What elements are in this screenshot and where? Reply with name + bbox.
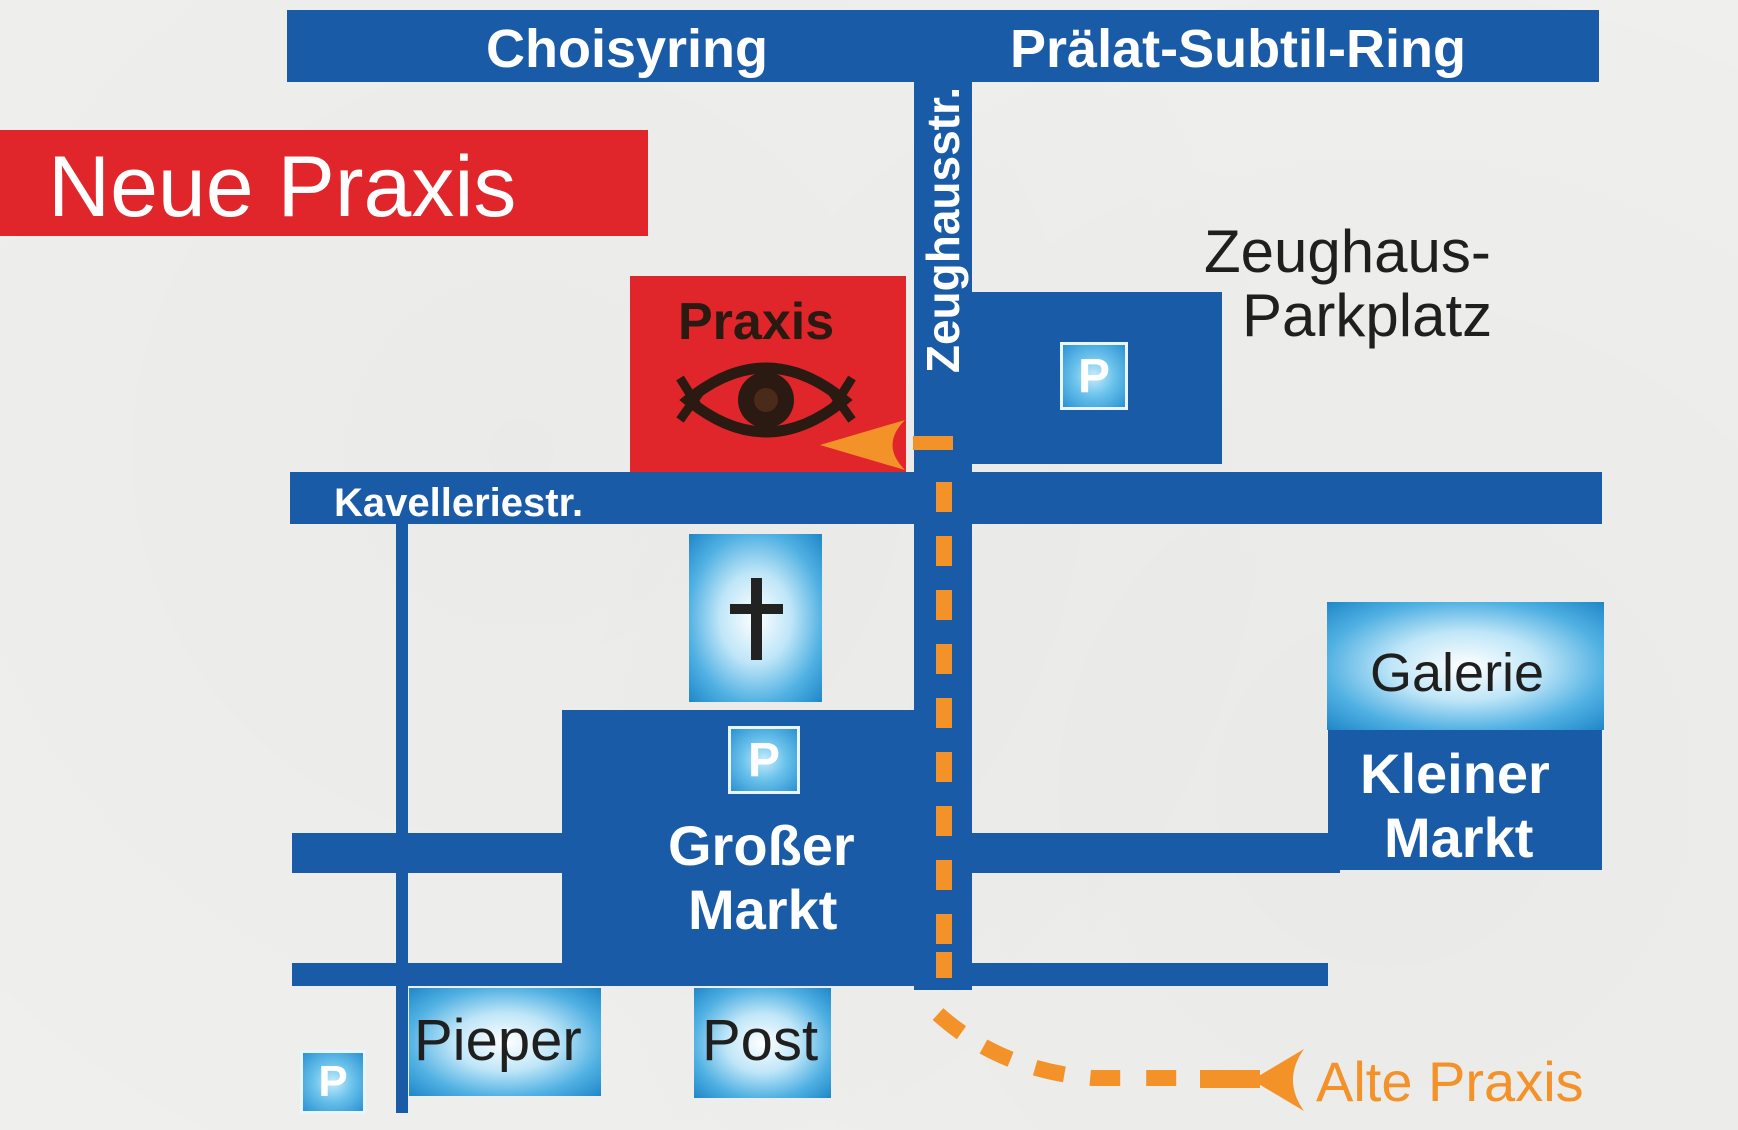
galerie-tile <box>1327 602 1604 730</box>
practice-label: Praxis <box>678 293 835 351</box>
new-practice-title: Neue Praxis <box>48 139 517 235</box>
grosser-markt-label-line1: Großer <box>668 814 855 877</box>
street-label-choisyring: Choisyring <box>486 19 769 79</box>
parking-sign-zeughaus: P <box>1060 342 1128 410</box>
street-label-zeughausstrasse: Zeughausstr. <box>917 86 969 374</box>
pieper-tile <box>409 988 601 1096</box>
route-dashes-vertical <box>913 436 953 978</box>
kleiner-markt-label-line2: Markt <box>1384 806 1534 869</box>
post-label: Post <box>702 1008 819 1073</box>
kleiner-markt-label-line1: Kleiner <box>1360 742 1550 805</box>
road-bottom-horizontal <box>292 963 1328 986</box>
route-arrow-old-practice <box>1252 1049 1304 1111</box>
cross-icon <box>730 578 783 660</box>
new-practice-banner <box>0 130 648 236</box>
post-tile <box>694 988 831 1098</box>
pieper-label: Pieper <box>414 1008 582 1073</box>
route-arrow-shaft <box>1200 1070 1260 1088</box>
eye-icon <box>676 362 856 438</box>
galerie-label: Galerie <box>1370 643 1545 703</box>
street-label-kavalleriestrasse: Kavelleriestr. <box>334 481 584 525</box>
route-arrow-practice <box>820 420 905 470</box>
old-practice-label: Alte Praxis <box>1316 1050 1584 1113</box>
zeughaus-parking-label-line2: Parkplatz <box>1242 282 1493 349</box>
zeughaus-parking-label-line1: Zeughaus- <box>1204 218 1491 285</box>
grosser-markt-label-line2: Markt <box>688 878 838 941</box>
parking-sign-bottom-left: P <box>300 1050 366 1114</box>
kleiner-markt-block <box>1328 730 1602 870</box>
street-label-praelat-subtil-ring: Prälat-Subtil-Ring <box>1010 19 1466 79</box>
route-dashes-curve <box>932 1008 1200 1086</box>
parking-sign-grosser-markt: P <box>728 726 800 794</box>
